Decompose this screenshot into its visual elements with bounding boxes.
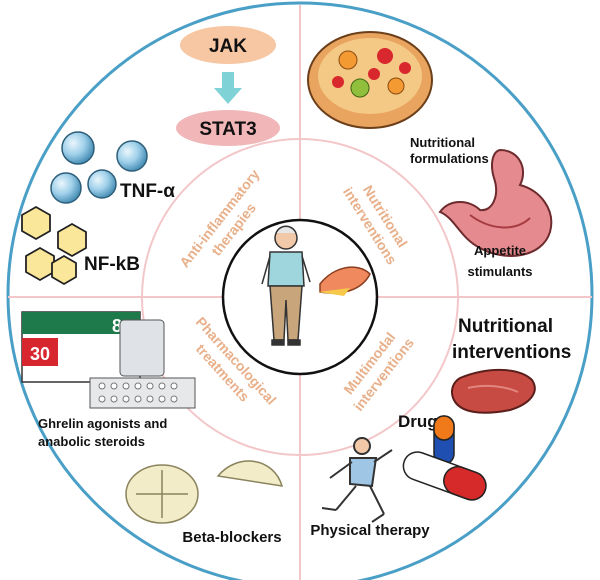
stat3-pill (176, 110, 280, 146)
ghrelin-label-1: Ghrelin agonists and (38, 416, 167, 431)
nfkb-hexagons (21, 205, 87, 286)
appetite-label-1: Appetite (474, 243, 526, 258)
pill-box-icon: 30 8m (21, 311, 165, 383)
formulations-label-1: Nutritional (410, 135, 475, 150)
drug-label: Drug (398, 412, 438, 431)
physical-therapy-label: Physical therapy (310, 522, 430, 539)
blister-pack-icon (89, 377, 196, 409)
stat3-label: STAT3 (199, 119, 256, 140)
jak-label: JAK (209, 36, 247, 57)
jak-pill (180, 26, 276, 64)
capsule-icon (402, 415, 487, 501)
ghrelin-label-2: anabolic steroids (38, 434, 145, 449)
tnf-spheres (50, 131, 148, 204)
nfkb-label: NF-kB (84, 254, 140, 275)
formulations-label-2: formulations (410, 151, 489, 166)
beta-label: Beta-blockers (182, 529, 281, 546)
tnf-label: TNF-α (120, 181, 175, 202)
stomach-icon (438, 148, 553, 257)
fruit-tart-icon (307, 31, 433, 129)
runner-icon (321, 437, 393, 523)
steak-icon (451, 368, 536, 414)
nutritional-interventions-label-2: interventions (452, 342, 571, 363)
salmon-icon (318, 266, 371, 296)
elderly-man-icon (261, 225, 311, 346)
beta-blocker-tablets-icon (125, 460, 284, 524)
pill-box-number: 30 (30, 344, 50, 364)
nutritional-interventions-label-1: Nutritional (458, 316, 553, 337)
appetite-label-2: stimulants (467, 264, 532, 279)
jak-stat-arrow (214, 72, 242, 104)
